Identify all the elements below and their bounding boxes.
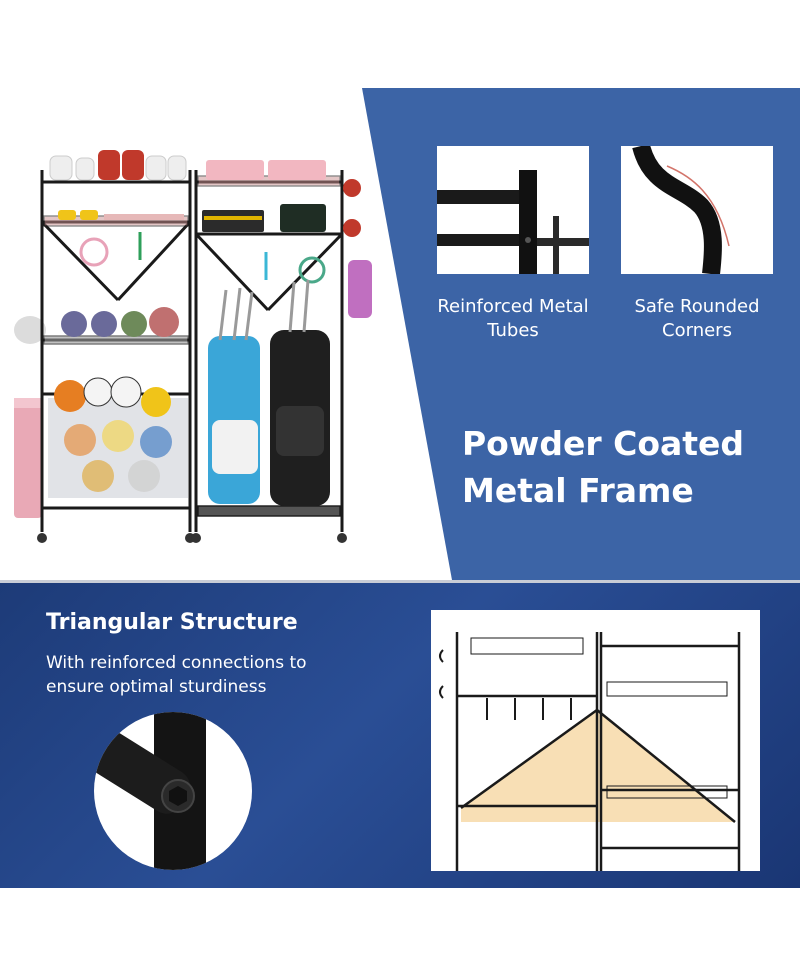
headline-line-2: Metal Frame (462, 471, 694, 510)
sports-rack-product-image (14, 150, 372, 543)
shoes (49, 150, 187, 181)
headline: Powder Coated Metal Frame (462, 420, 792, 514)
triangular-structure-diagram (431, 610, 760, 871)
balls (54, 376, 172, 492)
joint-closeup-image (94, 712, 252, 870)
reinforced-tube-image (437, 146, 589, 274)
rounded-corner-image (621, 146, 773, 274)
headline-line-1: Powder Coated (462, 424, 745, 463)
foam-roller (348, 260, 372, 318)
tool-box (202, 210, 264, 232)
bolt-joint-icon (94, 712, 206, 870)
tool-box (280, 204, 326, 232)
metal-tube-closeup-icon (437, 170, 589, 274)
reinforced-tube-label: Reinforced Metal Tubes (437, 296, 589, 341)
triangular-structure-title: Triangular Structure (46, 610, 298, 635)
triangular-structure-description: With reinforced connections to ensure op… (46, 653, 307, 697)
storage-box (206, 160, 264, 180)
yoga-mat (14, 398, 42, 518)
storage-box (268, 160, 326, 180)
kettlebells (61, 307, 179, 337)
rounded-corner-label: Safe Rounded Corners (634, 296, 760, 341)
cap (14, 316, 46, 344)
rack-frame-diagram (439, 632, 741, 871)
rounded-corner-closeup-icon (632, 146, 730, 274)
ab-wheel (343, 179, 361, 197)
